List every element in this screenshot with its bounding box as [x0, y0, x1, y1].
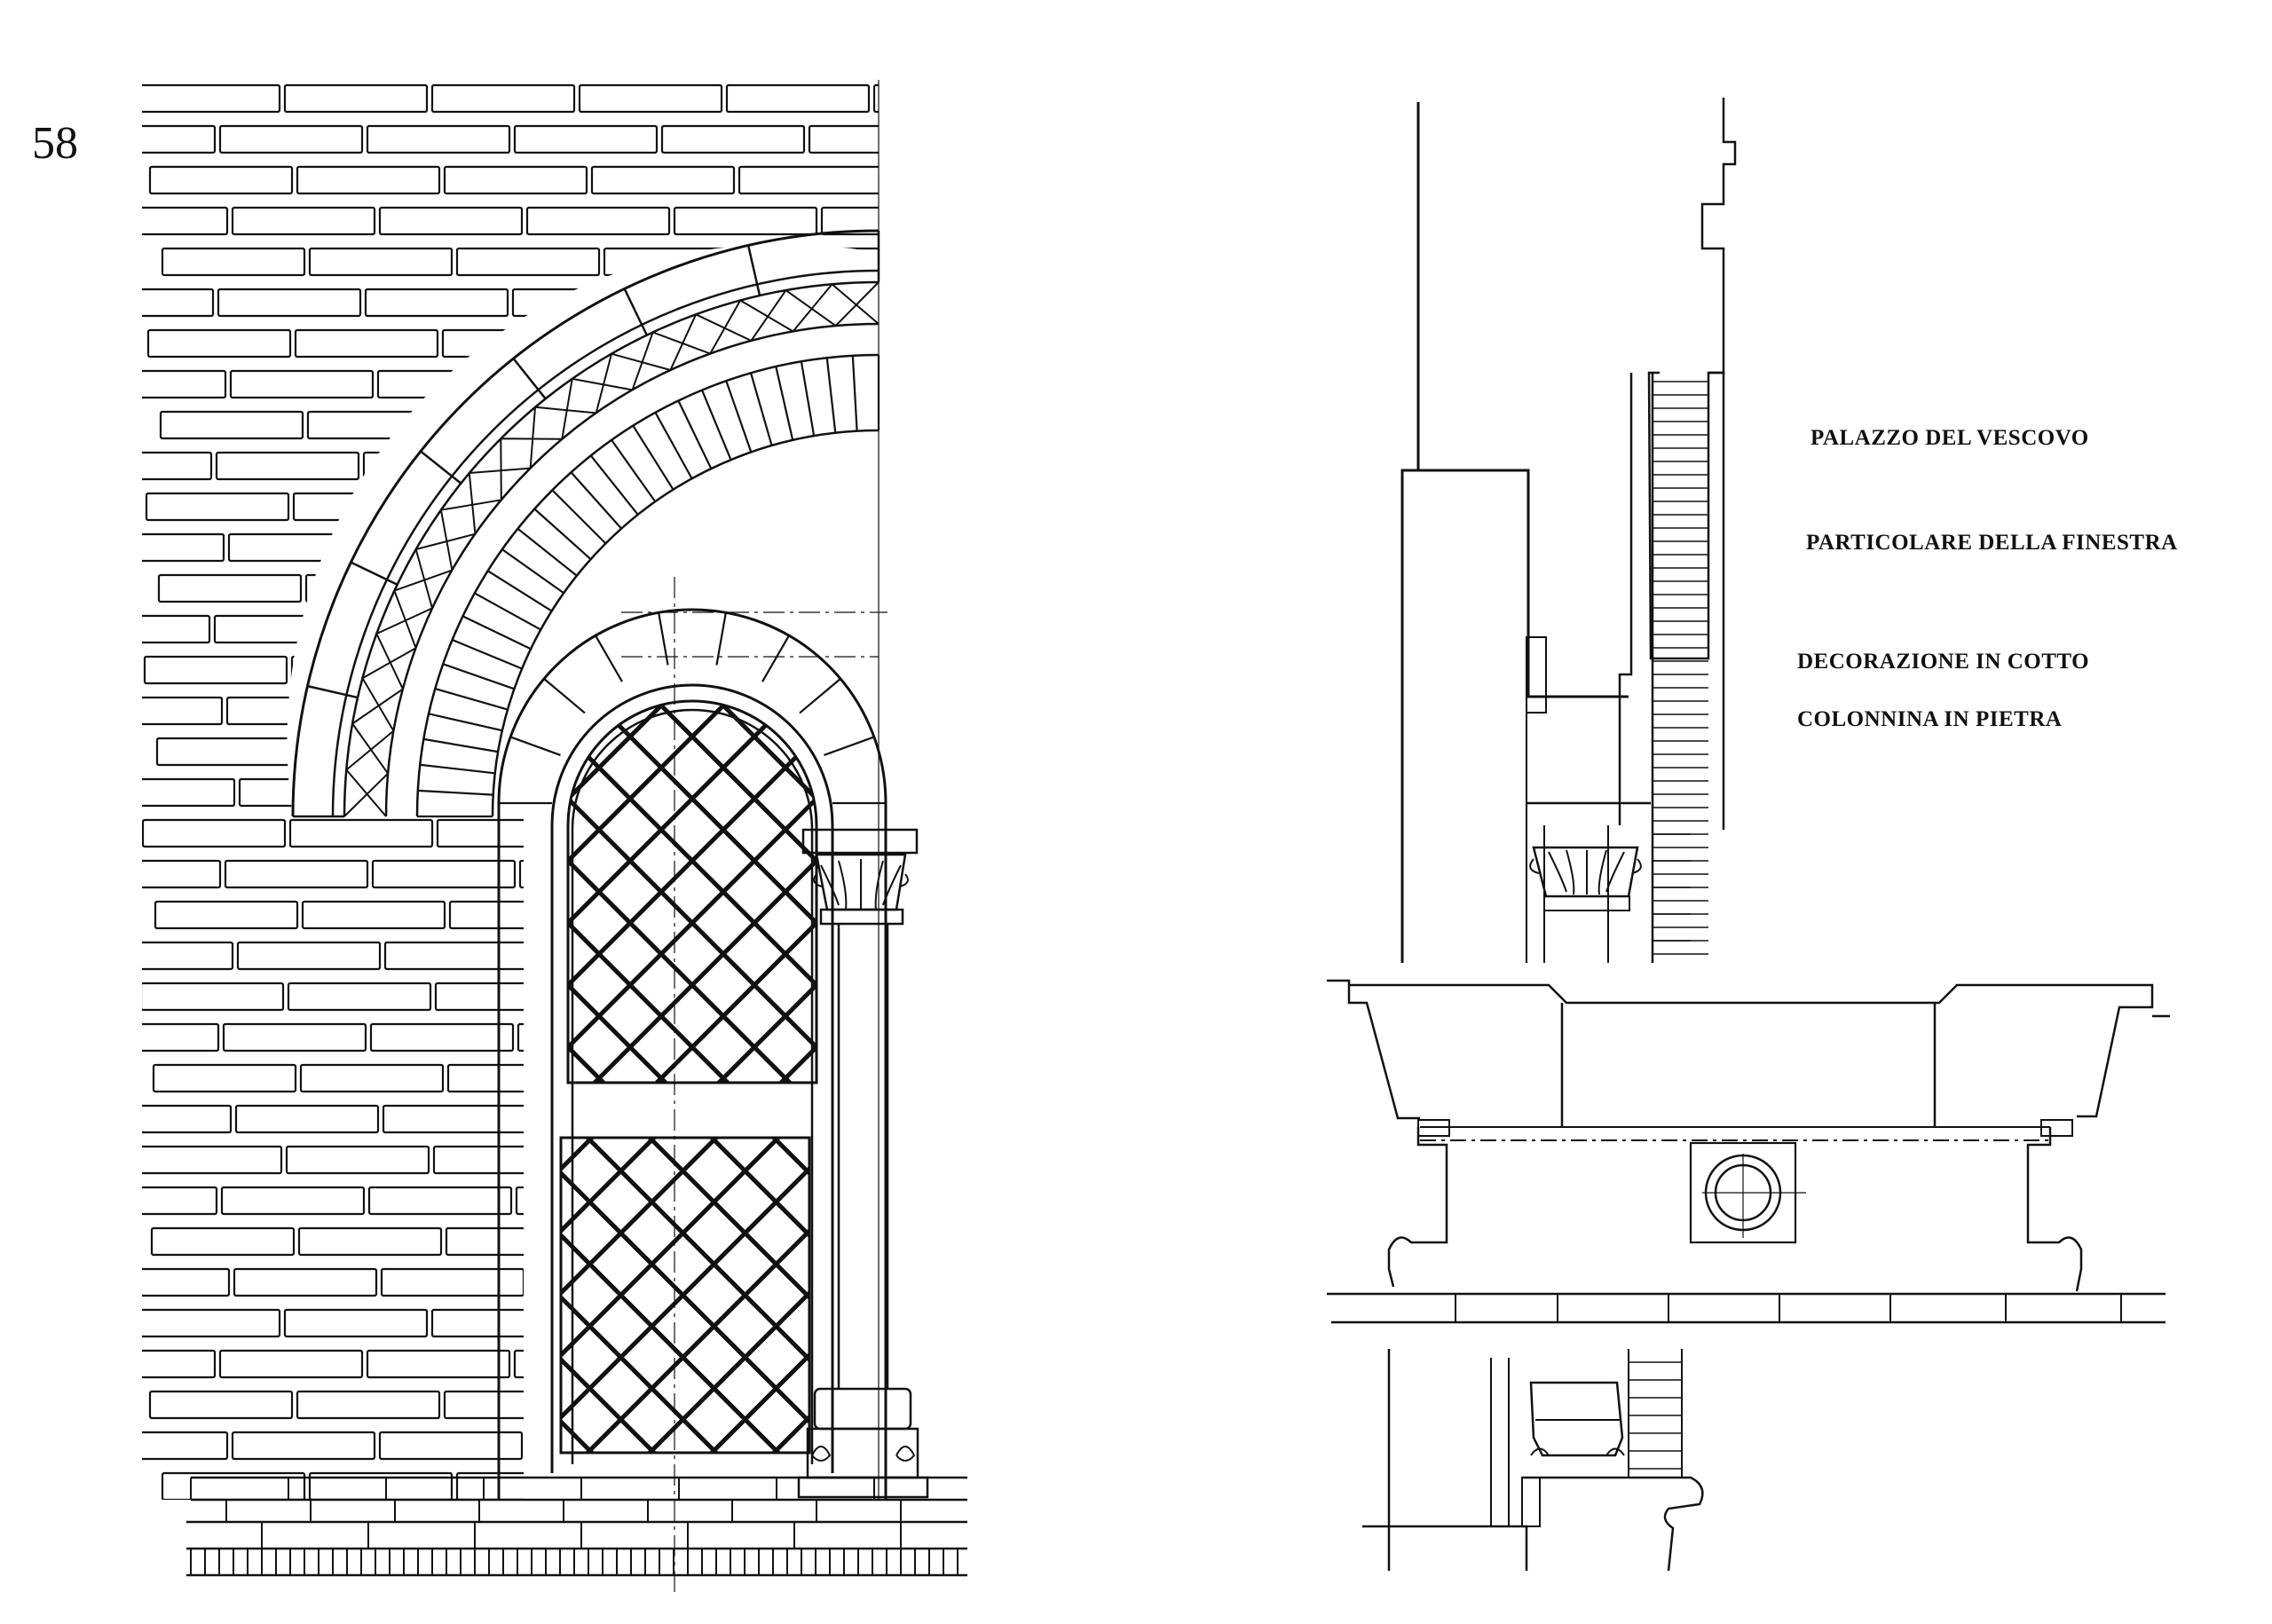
vertical-section [1400, 98, 1737, 963]
plan-section [1327, 979, 2170, 1324]
page-number: 58 [32, 118, 78, 169]
caption-terracotta-decoration: DECORAZIONE IN COTTO [1797, 650, 2090, 674]
window-elevation-drawing [142, 80, 967, 1593]
window-section-drawings [1327, 98, 2170, 1572]
upper-lattice-window [566, 699, 818, 1084]
terracotta-diamond-band [343, 281, 880, 817]
stone-column [797, 828, 929, 1499]
caption-title: PALAZZO DEL VESCOVO [1810, 426, 2089, 450]
lower-lattice-window [559, 1136, 811, 1455]
caption-stone-column: COLONNINA IN PIETRA [1797, 707, 2063, 731]
window-sill [186, 1476, 967, 1577]
base-section [1362, 1349, 1704, 1572]
window-frame [497, 80, 888, 1593]
caption-subtitle: PARTICOLARE DELLA FINESTRA [1806, 531, 2178, 555]
